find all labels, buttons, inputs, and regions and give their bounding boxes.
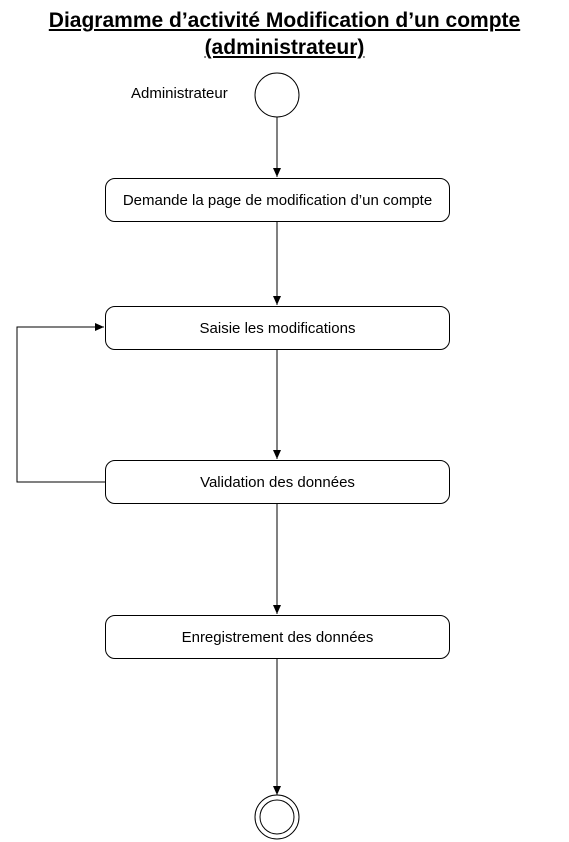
diagram-title: Diagramme d’activité Modification d’un c… — [0, 7, 569, 61]
diagram-title-line-1: Diagramme d’activité Modification d’un c… — [48, 9, 521, 32]
activity-saisie-modifications: Saisie les modifications — [105, 306, 450, 350]
activity-enregistrement-donnees: Enregistrement des données — [105, 615, 450, 659]
activity-validation-donnees: Validation des données — [105, 460, 450, 504]
actor-label: Administrateur — [131, 85, 228, 102]
final-node-inner — [259, 799, 295, 835]
activity-demande-page: Demande la page de modification d’un com… — [105, 178, 450, 222]
flow-validation-loop-to-saisie — [16, 323, 105, 483]
diagram-title-line-2: (administrateur) — [204, 36, 365, 59]
initial-node — [254, 72, 300, 118]
